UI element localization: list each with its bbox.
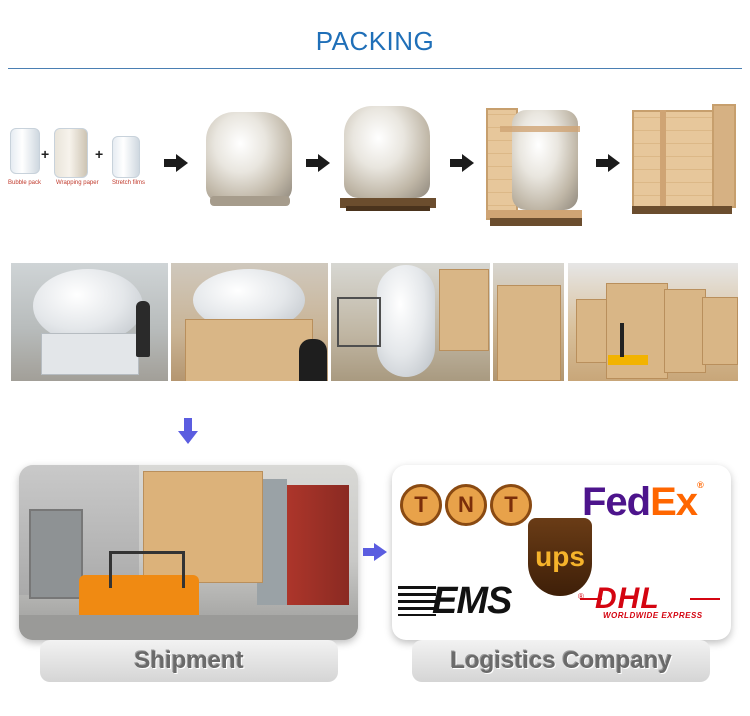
glass-frame	[337, 297, 381, 347]
material-label-bubble: Bubble pack	[8, 180, 42, 186]
warehouse-door	[29, 509, 83, 599]
shipment-label: Shipment	[40, 640, 338, 682]
ems-logo: EMS	[432, 580, 512, 622]
ups-logo: ups	[528, 518, 592, 596]
closed-crate-side	[712, 104, 736, 208]
dhl-line	[580, 598, 602, 600]
dhl-tagline: WORLDWIDE EXPRESS	[603, 611, 703, 620]
tnt-logo: T N T	[400, 484, 532, 526]
forklift-cabin	[109, 551, 185, 588]
machine-base	[41, 333, 139, 375]
plus-icon: +	[95, 146, 104, 162]
dhl-line	[690, 598, 720, 600]
wrapped-on-pallet-image	[344, 106, 430, 198]
crate	[702, 297, 738, 365]
tnt-letter-t2: T	[490, 484, 532, 526]
crate-panel	[439, 269, 489, 351]
arrow-down-icon	[184, 418, 192, 432]
arrow-right-icon	[318, 154, 330, 172]
crate-slat	[660, 110, 666, 206]
pallet	[490, 218, 582, 226]
pallet-jack	[608, 355, 648, 365]
wrap-shadow	[210, 196, 290, 206]
stretch-film-image	[112, 136, 140, 178]
worker	[299, 339, 327, 381]
wrapped-item-image	[206, 112, 292, 202]
material-label-stretch: Stretch films	[112, 180, 146, 186]
material-label-wrapping: Wrapping paper	[56, 180, 99, 186]
crate-base	[185, 319, 313, 381]
dhl-reg: ®	[578, 592, 584, 601]
arrow-down-icon	[178, 431, 198, 444]
worker	[136, 301, 150, 357]
pallet	[632, 206, 732, 214]
arrow-right-icon	[608, 154, 620, 172]
dhl-logo: DHL	[595, 582, 660, 615]
logistics-company-label: Logistics Company	[412, 640, 710, 682]
packing-photo-2	[171, 263, 328, 381]
tnt-letter-t: T	[400, 484, 442, 526]
fedex-fe: Fed	[582, 480, 651, 524]
pallet-jack-handle	[620, 323, 624, 357]
fedex-logo: FedEx®	[582, 480, 704, 525]
crate	[497, 285, 561, 381]
crated-item-image	[512, 110, 578, 210]
tnt-letter-n: N	[445, 484, 487, 526]
packing-photo-4	[493, 263, 564, 381]
arrow-right-icon	[450, 159, 462, 167]
arrow-right-icon	[374, 543, 387, 561]
bubble-pack-image	[10, 128, 40, 174]
plus-icon: +	[41, 146, 50, 162]
packing-photo-3	[331, 263, 490, 381]
crate	[664, 289, 706, 373]
crate-slat	[486, 210, 582, 218]
shipping-crate	[143, 471, 263, 583]
wrapped-machine	[377, 265, 435, 377]
page-title: PACKING	[315, 26, 435, 56]
fedex-ex: Ex	[650, 480, 698, 524]
shipment-photo	[19, 465, 358, 640]
arrow-right-icon	[176, 154, 188, 172]
title-divider	[8, 68, 742, 69]
crate-slat	[500, 126, 580, 132]
wrapped-machine	[33, 269, 143, 343]
ems-speed-lines	[398, 586, 436, 616]
packing-photo-1	[11, 263, 168, 381]
pallet-foot	[346, 206, 430, 211]
packing-photo-5	[568, 263, 738, 381]
fedex-reg: ®	[697, 480, 704, 490]
closed-crate-image	[632, 110, 716, 210]
arrow-right-icon	[462, 154, 474, 172]
arrow-right-icon	[596, 159, 608, 167]
arrow-right-icon	[363, 548, 375, 556]
arrow-right-icon	[306, 159, 318, 167]
wrapping-paper-image	[54, 128, 88, 178]
pallet	[340, 198, 436, 208]
arrow-right-icon	[164, 159, 176, 167]
ground	[19, 615, 358, 640]
